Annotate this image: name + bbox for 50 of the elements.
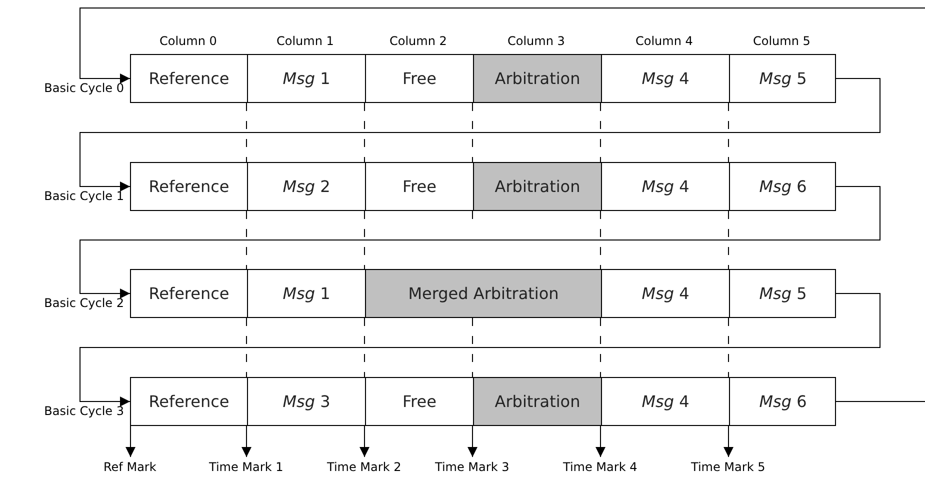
slot-cell: Msg 6 xyxy=(729,163,836,210)
column-header: Column 4 xyxy=(636,34,693,48)
schedule-row xyxy=(130,162,836,211)
time-mark-label: Time Mark 4 xyxy=(563,460,638,474)
row-label: Basic Cycle 2 xyxy=(44,296,124,310)
row-label: Basic Cycle 0 xyxy=(44,81,124,95)
cycle-connector xyxy=(834,401,925,402)
slot-cell: Msg 3 xyxy=(247,378,365,425)
time-mark-label: Time Mark 1 xyxy=(209,460,284,474)
time-mark-label: Time Mark 2 xyxy=(327,460,402,474)
schedule-row xyxy=(130,269,836,318)
cycle-connector xyxy=(80,8,925,84)
cycle-connector xyxy=(80,186,880,298)
time-mark-arrow xyxy=(596,426,606,458)
column-header: Column 1 xyxy=(276,34,334,48)
slot-cell: Arbitration xyxy=(473,55,601,102)
time-mark-label: Time Mark 3 xyxy=(435,460,510,474)
slot-cell: Merged Arbitration xyxy=(365,270,601,317)
row-label: Basic Cycle 1 xyxy=(44,189,124,203)
cycle-connector xyxy=(80,78,880,192)
cycle-connector xyxy=(80,293,880,406)
column-header: Column 3 xyxy=(508,34,565,48)
slot-cell: Arbitration xyxy=(473,378,601,425)
column-header: Column 0 xyxy=(160,34,217,48)
column-header: Column 2 xyxy=(390,34,447,48)
slot-cell: Msg 4 xyxy=(601,163,729,210)
slot-cell: Arbitration xyxy=(473,163,601,210)
slot-cell: Reference xyxy=(131,378,247,425)
row-label: Basic Cycle 3 xyxy=(44,404,124,418)
schedule-row xyxy=(130,377,836,426)
slot-cell: Msg 2 xyxy=(247,163,365,210)
slot-cell: Reference xyxy=(131,163,247,210)
slot-cell: Msg 1 xyxy=(247,55,365,102)
slot-cell: Msg 5 xyxy=(729,55,836,102)
time-mark-arrow xyxy=(126,426,136,458)
slot-cell: Reference xyxy=(131,270,247,317)
time-mark-arrow xyxy=(242,426,252,458)
slot-cell: Reference xyxy=(131,55,247,102)
slot-cell: Msg 4 xyxy=(601,55,729,102)
slot-cell: Msg 4 xyxy=(601,270,729,317)
slot-cell: Msg 5 xyxy=(729,270,836,317)
schedule-row xyxy=(130,54,836,103)
column-header: Column 5 xyxy=(753,34,810,48)
slot-cell: Msg 4 xyxy=(601,378,729,425)
time-mark-arrow xyxy=(724,426,734,458)
slot-cell: Msg 6 xyxy=(729,378,836,425)
time-mark-label: Ref Mark xyxy=(104,460,156,474)
time-mark-arrow xyxy=(360,426,370,458)
time-mark-arrow xyxy=(468,426,478,458)
time-mark-label: Time Mark 5 xyxy=(691,460,766,474)
